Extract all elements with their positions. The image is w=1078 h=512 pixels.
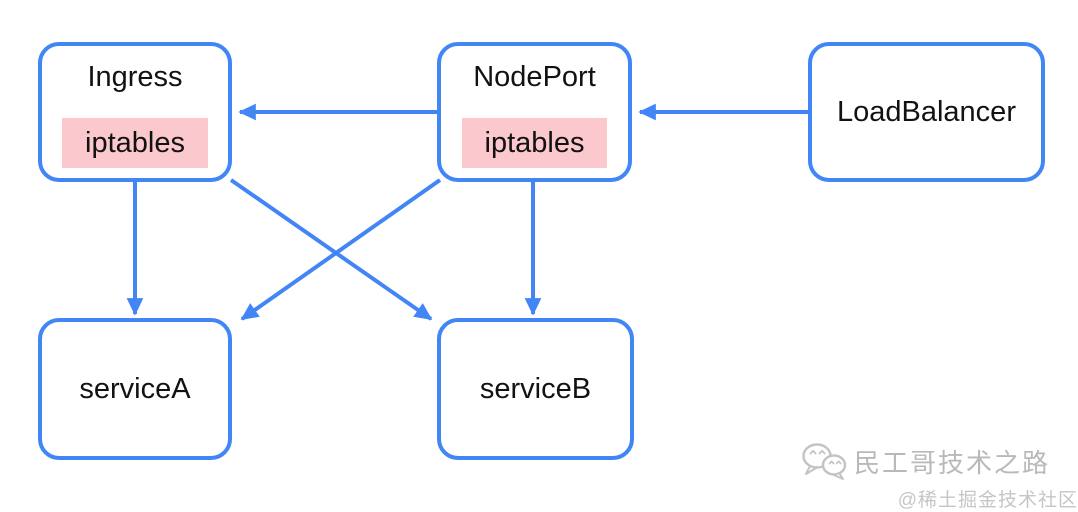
node-loadbalancer: LoadBalancer (808, 42, 1045, 182)
node-serviceb: serviceB (437, 318, 634, 460)
watermark: 民工哥技术之路 @稀土掘金技术社区 (800, 441, 1078, 512)
watermark-brand-text: 民工哥技术之路 (854, 447, 1051, 478)
node-ingress-iptables-tag: iptables (62, 118, 208, 168)
node-nodeport-label: NodePort (473, 61, 596, 93)
node-loadbalancer-label: LoadBalancer (837, 96, 1016, 128)
watermark-community-text: @稀土掘金技术社区 (897, 490, 1078, 511)
node-nodeport: NodePort iptables (437, 42, 632, 182)
node-servicea-label: serviceA (79, 373, 191, 405)
node-nodeport-iptables-tag: iptables (461, 118, 608, 168)
node-serviceb-label: serviceB (479, 373, 592, 405)
node-servicea: serviceA (38, 318, 232, 460)
arrow-nodeport-to-servicea (240, 178, 442, 321)
node-ingress: Ingress iptables (38, 42, 232, 182)
arrow-ingress-to-serviceb (229, 178, 433, 321)
watermark-brand-row: 民工哥技术之路 (800, 441, 1078, 481)
node-ingress-label: Ingress (87, 61, 183, 93)
wechat-icon (802, 443, 847, 480)
